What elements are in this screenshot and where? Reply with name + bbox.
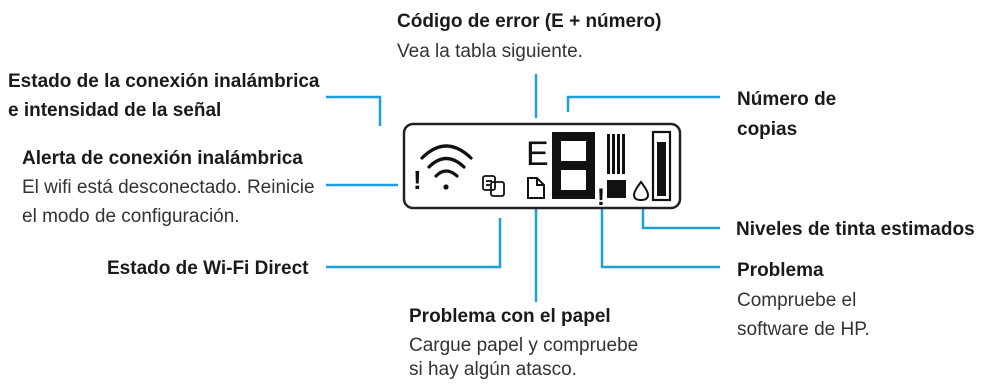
ink-alert-mark: !: [597, 184, 605, 211]
error-code-title: Código de error (E + número): [397, 11, 662, 32]
problem-title: Problema: [737, 260, 824, 281]
leader-ink-levels: [641, 205, 720, 230]
wireless-alert-title: Alerta de conexión inalámbrica: [22, 148, 303, 169]
wireless-status-line1: Estado de la conexión inalámbrica: [8, 71, 320, 92]
paper-problem-desc-line1: Cargue papel y compruebe: [409, 335, 639, 356]
copies-line2: copias: [737, 119, 798, 140]
problem-desc-line1: Compruebe el: [737, 290, 857, 311]
wireless-alert-mark: !: [413, 165, 422, 195]
error-code-desc: Vea la tabla siguiente.: [397, 41, 583, 62]
leader-wireless-status: [326, 95, 382, 126]
wifi-direct-title: Estado de Wi-Fi Direct: [107, 258, 309, 279]
leader-lines: [326, 74, 720, 302]
wireless-alert-desc-line1: El wifi está desconectado. Reinicie: [22, 177, 315, 198]
wifi-direct-icon: [482, 175, 505, 197]
copies-digit: [552, 132, 595, 199]
wifi-icon: [420, 144, 473, 190]
leader-wifi-direct: [326, 218, 502, 269]
black-ink-level-icon: [651, 130, 672, 202]
copies-line1: Número de: [737, 89, 837, 110]
wireless-alert-desc-line2: el modo de configuración.: [22, 206, 240, 227]
error-letter: E: [526, 135, 549, 173]
wireless-status-line2: e intensidad de la señal: [8, 100, 222, 121]
paper-problem-title: Problema con el papel: [409, 306, 611, 327]
paper-problem-desc-line2: si hay algún atasco.: [409, 359, 577, 380]
leader-problem: [600, 205, 720, 269]
leader-copies: [566, 95, 720, 112]
color-ink-level-icon: [607, 134, 626, 198]
paper-icon: [527, 177, 545, 199]
ink-levels-title: Niveles de tinta estimados: [736, 219, 975, 240]
ink-drop-icon: [632, 180, 650, 202]
problem-desc-line2: software de HP.: [737, 319, 870, 340]
